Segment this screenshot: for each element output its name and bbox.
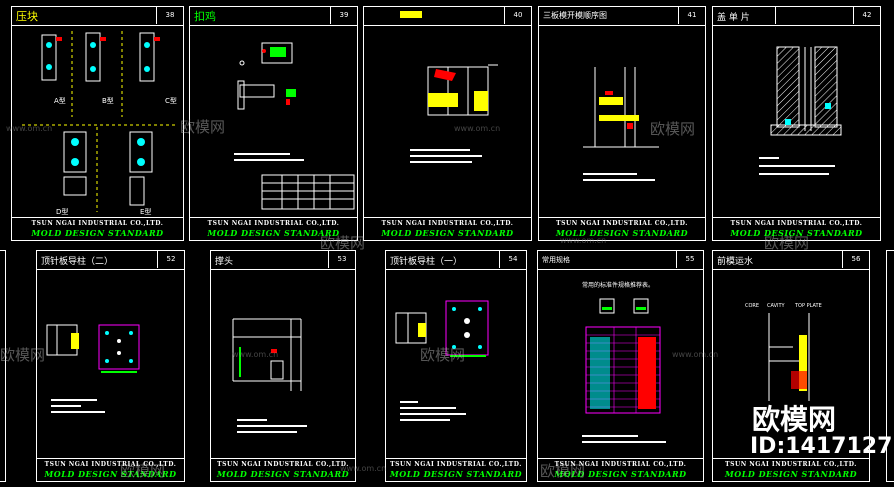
sheet-title-bar: 扣鸡 39	[190, 7, 357, 26]
sheet-footer: TSUN NGAI INDUSTRIAL CO.,LTD. MOLD DESIG…	[539, 217, 705, 240]
sheet-55: 常用规格 55 常用的标准件规格推荐表。 TSUN NGAI INDUSTRIA…	[537, 250, 704, 482]
mold-design-standard: MOLD DESIGN STANDARD	[216, 469, 350, 479]
sheet-number: 38	[156, 7, 183, 24]
sheet-footer: TSUN NGAI INDUSTRIAL CO.,LTD. MOLD DESIG…	[364, 217, 531, 240]
sheet-title-bar: 顶针板导柱（二） 52	[37, 251, 184, 270]
mold-design-standard: MOLD DESIGN STANDARD	[730, 228, 863, 238]
sheet-title-bar: 顶针板导柱（一） 54	[386, 251, 526, 270]
ejector-guide-pin-2-drawing	[46, 324, 140, 373]
cover-plate-drawing	[770, 46, 842, 136]
sheet-number: 42	[853, 7, 880, 24]
sheet-partial-right	[886, 250, 894, 482]
sheet-39: 扣鸡 39 TSUN NGAI INDUSTRIAL CO.,LTD. MOLD…	[189, 6, 358, 241]
section-drawing	[427, 64, 498, 116]
sheet-number: 55	[676, 251, 703, 268]
sheet-number: 53	[328, 251, 355, 268]
mold-design-standard: MOLD DESIGN STANDARD	[31, 228, 164, 238]
sheet-footer: TSUN NGAI INDUSTRIAL CO.,LTD. MOLD DESIG…	[538, 458, 703, 481]
company-name: TSUN NGAI INDUSTRIAL CO.,LTD.	[217, 461, 349, 468]
cavity-label: CAVITY	[767, 303, 785, 309]
company-name: TSUN NGAI INDUSTRIAL CO.,LTD.	[390, 461, 522, 468]
top-plate-label: TOP PLATE	[795, 303, 822, 309]
sheet-footer: TSUN NGAI INDUSTRIAL CO.,LTD. MOLD DESIG…	[713, 217, 880, 240]
sheet-title: 盖 单 片	[717, 13, 750, 23]
sheet-title-bar: 前模运水 56	[713, 251, 869, 270]
type-b-label: B型	[102, 97, 114, 105]
sheet-footer: TSUN NGAI INDUSTRIAL CO.,LTD. MOLD DESIG…	[713, 458, 869, 481]
watermark-logo: 欧模网	[752, 403, 837, 436]
sheet-number: 39	[330, 7, 357, 24]
company-name: TSUN NGAI INDUSTRIAL CO.,LTD.	[44, 461, 177, 468]
sheet-56: 前模运水 56 CORE CAVITY TOP PLATE TSUN NGAI …	[712, 250, 870, 482]
sheet-title: 扣鸡	[194, 10, 216, 23]
mold-design-standard: MOLD DESIGN STANDARD	[381, 228, 514, 238]
sheet-title-bar: 压块 38	[12, 7, 183, 26]
sheet-40: 40 TSUN NGAI INDUSTRIAL CO.,LTD. MOLD DE…	[363, 6, 532, 241]
sheet-footer: TSUN NGAI INDUSTRIAL CO.,LTD. MOLD DESIG…	[386, 458, 526, 481]
company-name: TSUN NGAI INDUSTRIAL CO.,LTD.	[725, 461, 857, 468]
sheet-footer: TSUN NGAI INDUSTRIAL CO.,LTD. MOLD DESIG…	[37, 458, 184, 481]
sheet-title-bar: 撑头 53	[211, 251, 355, 270]
company-name: TSUN NGAI INDUSTRIAL CO.,LTD.	[556, 220, 688, 227]
sheet-footer: TSUN NGAI INDUSTRIAL CO.,LTD. MOLD DESIG…	[12, 217, 183, 240]
sheet-53: 撑头 53 TSUN NGAI INDUSTRIAL CO.,LTD. MOLD…	[210, 250, 356, 482]
sheet-title: 前模运水	[717, 257, 754, 267]
sheet-38: 压块 38 A型 B型 C型 D型 E型 TSUN NGAI INDUSTRIA…	[11, 6, 184, 241]
company-name: TSUN NGAI INDUSTRIAL CO.,LTD.	[31, 220, 164, 227]
sheet-title-bar: 常用规格 55	[538, 251, 703, 270]
type-a-label: A型	[54, 97, 66, 105]
sheet-title-bar: 40	[364, 7, 531, 26]
mold-design-standard: MOLD DESIGN STANDARD	[389, 469, 523, 479]
front-mold-cooling-drawing	[768, 313, 810, 401]
sheet-number: 52	[157, 251, 184, 268]
clamp-block-drawings	[22, 31, 175, 212]
spec-note: 常用的标准件规格推荐表。	[582, 282, 655, 289]
mold-design-standard: MOLD DESIGN STANDARD	[554, 469, 687, 479]
sheet-title-bar: 盖 单 片 42	[713, 7, 880, 26]
sheet-41: 三板模开模顺序图 41 TSUN NGAI INDUSTRIAL CO.,LTD…	[538, 6, 706, 241]
sheet-title: 撑头	[215, 257, 234, 267]
company-name: TSUN NGAI INDUSTRIAL CO.,LTD.	[207, 220, 340, 227]
type-c-label: C型	[165, 97, 177, 105]
sheet-title: 顶针板导柱（一）	[390, 257, 463, 267]
sheet-number: 56	[842, 251, 869, 268]
mold-design-standard: MOLD DESIGN STANDARD	[207, 228, 340, 238]
spec-table-drawing	[585, 298, 661, 414]
three-plate-opening-sequence	[583, 67, 659, 148]
mold-design-standard: MOLD DESIGN STANDARD	[724, 469, 858, 479]
sheet-54: 顶针板导柱（一） 54 TSUN NGAI INDUSTRIAL CO.,LTD…	[385, 250, 527, 482]
company-name: TSUN NGAI INDUSTRIAL CO.,LTD.	[554, 461, 687, 468]
mold-design-standard: MOLD DESIGN STANDARD	[555, 228, 689, 238]
core-label: CORE	[745, 303, 760, 309]
mold-design-standard: MOLD DESIGN STANDARD	[44, 469, 177, 479]
sheet-title: 常用规格	[542, 256, 570, 264]
sheet-title-bar: 三板模开模顺序图 41	[539, 7, 705, 26]
sheet-52: 顶针板导柱（二） 52 TSUN NGAI INDUSTRIAL CO.,LTD…	[36, 250, 185, 482]
ejector-guide-pin-1-drawing	[395, 300, 489, 357]
type-d-label: D型	[56, 208, 69, 216]
sheet-title: 压块	[16, 10, 38, 23]
sheet-partial-left	[0, 250, 6, 482]
latch-drawings	[237, 42, 355, 210]
company-name: TSUN NGAI INDUSTRIAL CO.,LTD.	[381, 220, 514, 227]
support-pillar-drawing	[232, 318, 302, 391]
sheet-42: 盖 单 片 42 TSUN NGAI INDUSTRIAL CO.,LTD. M…	[712, 6, 881, 241]
company-name: TSUN NGAI INDUSTRIAL CO.,LTD.	[730, 220, 863, 227]
title-marker	[400, 11, 422, 18]
sheet-title: 顶针板导柱（二）	[41, 257, 114, 267]
sheet-number: 54	[499, 251, 526, 268]
sheet-footer: TSUN NGAI INDUSTRIAL CO.,LTD. MOLD DESIG…	[211, 458, 355, 481]
watermark-id: ID:1417127	[750, 434, 893, 459]
sheet-number: 40	[504, 7, 531, 24]
sheet-footer: TSUN NGAI INDUSTRIAL CO.,LTD. MOLD DESIG…	[190, 217, 357, 240]
sheet-number: 41	[678, 7, 705, 24]
sheet-title: 三板模开模顺序图	[543, 11, 607, 20]
type-e-label: E型	[140, 208, 152, 216]
